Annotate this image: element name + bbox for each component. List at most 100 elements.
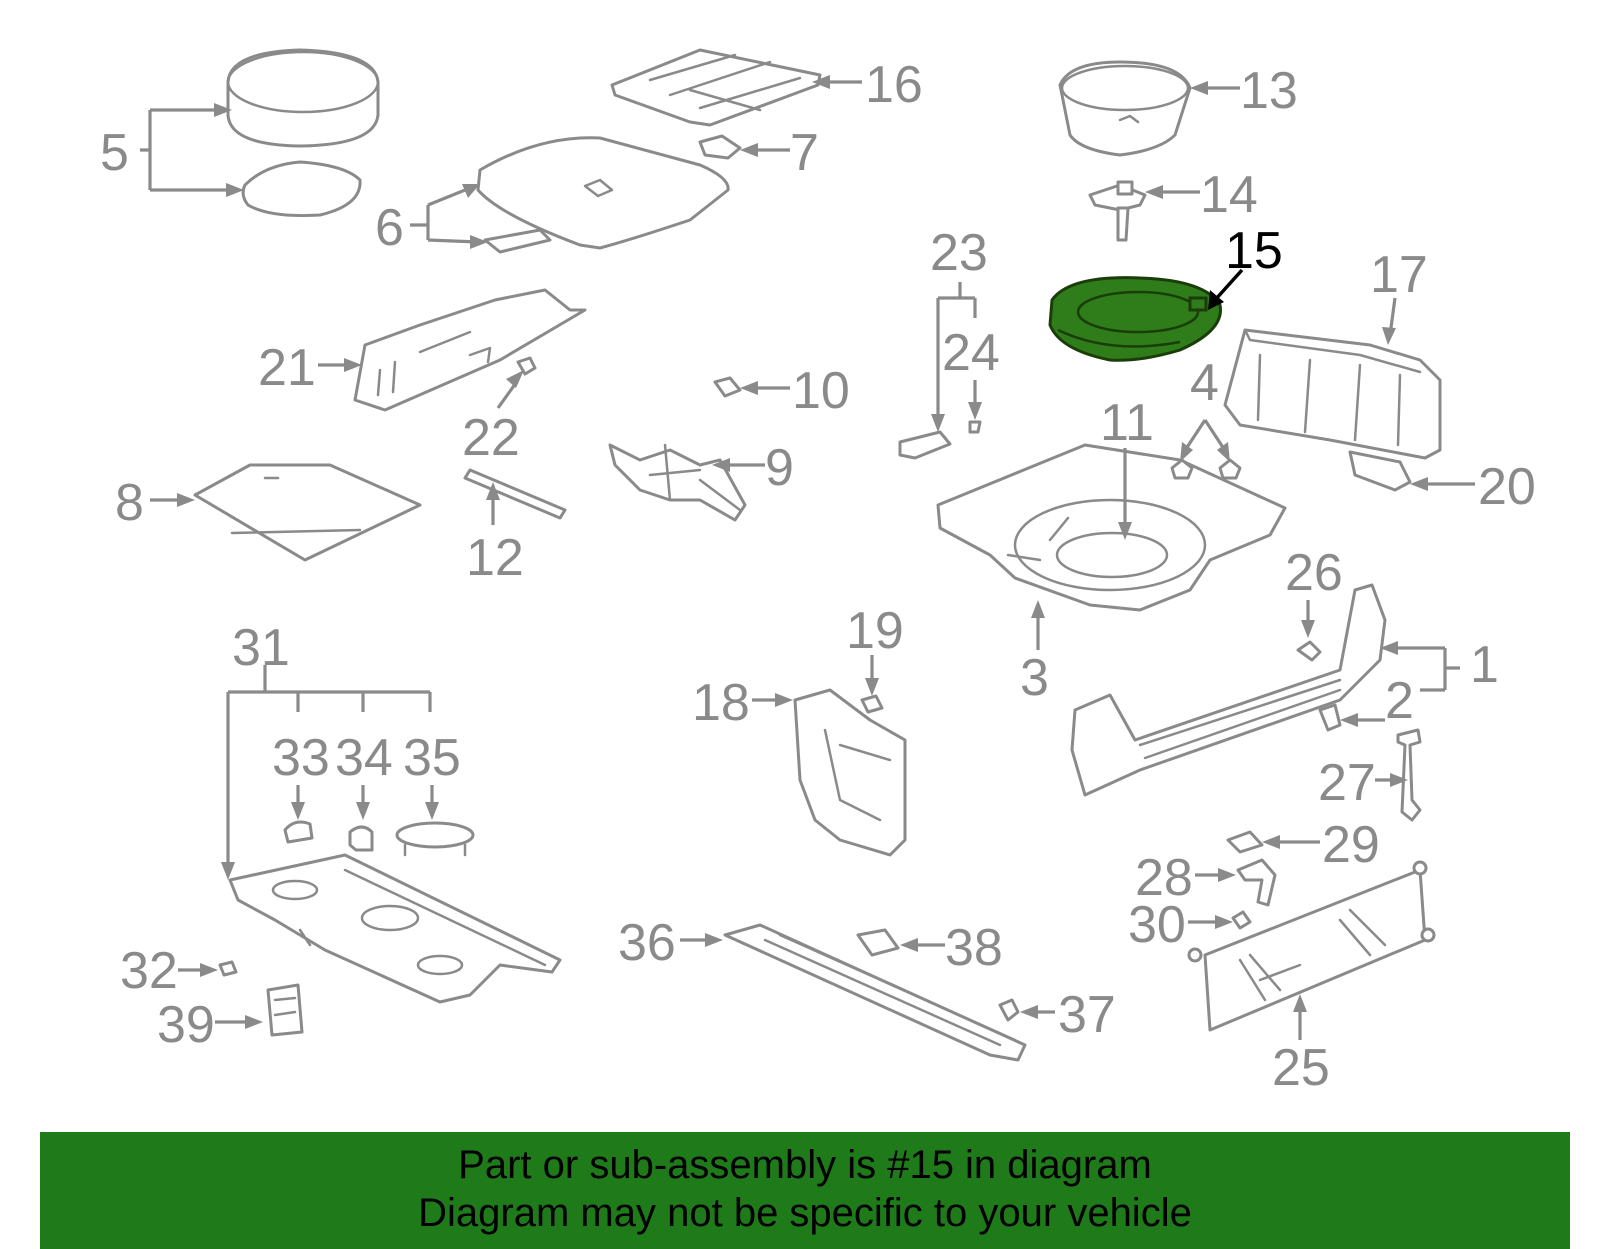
part-10 [713, 376, 742, 398]
callout-16-leader [812, 75, 862, 89]
part-12 [463, 468, 567, 520]
callout-37: 37 [1058, 986, 1116, 1044]
callout-21: 21 [258, 339, 316, 397]
callout-17: 17 [1370, 246, 1428, 304]
callout-7-leader [740, 143, 790, 157]
parts-diagram: 5 16 7 6 13 [100, 48, 1536, 1097]
callout-25: 25 [1272, 1039, 1330, 1097]
callout-39-leader [215, 1015, 263, 1029]
callout-13: 13 [1240, 62, 1298, 120]
callout-36-leader [680, 933, 723, 947]
part-13 [1058, 60, 1192, 157]
part-22 [516, 356, 537, 376]
part-34 [348, 825, 374, 852]
callout-10-leader [740, 381, 790, 395]
callout-10: 10 [792, 362, 850, 420]
callout-39: 39 [157, 996, 215, 1054]
part-7 [698, 134, 742, 160]
callout-20: 20 [1478, 458, 1536, 516]
callout-8-leader [150, 493, 195, 507]
footer-line-1: Part or sub-assembly is #15 in diagram [458, 1143, 1152, 1187]
part-1 [1070, 583, 1387, 797]
callout-6: 6 [375, 199, 404, 257]
callout-15-leader [1208, 268, 1244, 310]
part-36 [723, 923, 1027, 1062]
part-32 [218, 960, 238, 977]
part-24 [968, 420, 982, 434]
callout-11: 11 [1100, 394, 1154, 452]
callout-9: 9 [765, 439, 794, 497]
part-30 [1231, 910, 1252, 930]
callout-21-leader [318, 358, 362, 372]
callout-16: 16 [865, 56, 923, 114]
callout-1: 1 [1470, 636, 1499, 694]
part-2 [1318, 703, 1342, 732]
callout-36: 36 [618, 914, 676, 972]
part-17 [1223, 328, 1442, 460]
callout-38: 38 [945, 919, 1003, 977]
callout-37-leader [1020, 1005, 1055, 1019]
callout-35: 35 [403, 729, 461, 787]
callout-1-2-leader [1340, 641, 1460, 727]
callout-31: 31 [232, 619, 290, 677]
part-37 [998, 998, 1020, 1022]
footer-line-2: Diagram may not be specific to your vehi… [418, 1191, 1192, 1235]
callout-13-leader [1190, 81, 1240, 95]
callout-25-leader [1293, 994, 1307, 1040]
part-29 [1226, 830, 1264, 854]
callout-12-leader [486, 482, 500, 525]
callout-12: 12 [466, 529, 524, 587]
callout-11-leader [1118, 448, 1132, 540]
callout-34: 34 [335, 729, 393, 787]
callout-27: 27 [1318, 754, 1376, 812]
part-33 [283, 820, 314, 844]
callout-26-leader [1301, 600, 1315, 638]
part-18 [793, 688, 907, 857]
part-25 [1187, 860, 1436, 1032]
callout-2: 2 [1385, 672, 1414, 730]
callout-19: 19 [846, 602, 904, 660]
callout-22: 22 [462, 409, 520, 467]
callout-20-leader [1410, 477, 1475, 491]
callout-3: 3 [1020, 649, 1049, 707]
part-31 [228, 853, 562, 1004]
part-14 [1088, 180, 1147, 242]
callout-14-leader [1145, 185, 1200, 199]
part-26 [1296, 640, 1322, 662]
callout-4-leader [1180, 419, 1230, 462]
part-39 [266, 983, 304, 1037]
callout-33: 33 [272, 729, 330, 787]
part-3 [936, 443, 1287, 612]
part-9 [608, 443, 747, 522]
callout-30: 30 [1128, 896, 1186, 954]
part-4 [1170, 458, 1242, 480]
part-6 [476, 136, 730, 254]
callout-27-leader [1375, 773, 1408, 787]
part-21 [353, 288, 587, 412]
callout-23: 23 [930, 224, 988, 282]
callout-18-leader [752, 693, 793, 707]
callout-14: 14 [1200, 166, 1258, 224]
callout-9-leader [712, 458, 765, 472]
part-19 [860, 694, 884, 714]
callout-4: 4 [1190, 354, 1219, 412]
part-27 [1396, 728, 1422, 822]
callout-19-leader [865, 655, 879, 696]
part-15-highlighted[interactable] [1048, 276, 1222, 362]
part-28 [1236, 858, 1277, 907]
callout-23-24-leader [931, 282, 982, 432]
part-5 [226, 48, 380, 218]
callout-29-leader [1262, 835, 1320, 849]
callout-24: 24 [942, 324, 1000, 382]
callout-5-leader [140, 103, 244, 197]
callout-6-leader [410, 184, 488, 249]
callout-31-leader [221, 665, 432, 880]
part-38 [856, 928, 900, 957]
callout-32-leader [178, 963, 218, 977]
callout-33-35-leaders [291, 785, 439, 820]
part-23 [898, 430, 952, 460]
callout-5: 5 [100, 124, 129, 182]
callout-28: 28 [1135, 849, 1193, 907]
callout-15: 15 [1225, 222, 1283, 280]
callout-26: 26 [1285, 544, 1343, 602]
